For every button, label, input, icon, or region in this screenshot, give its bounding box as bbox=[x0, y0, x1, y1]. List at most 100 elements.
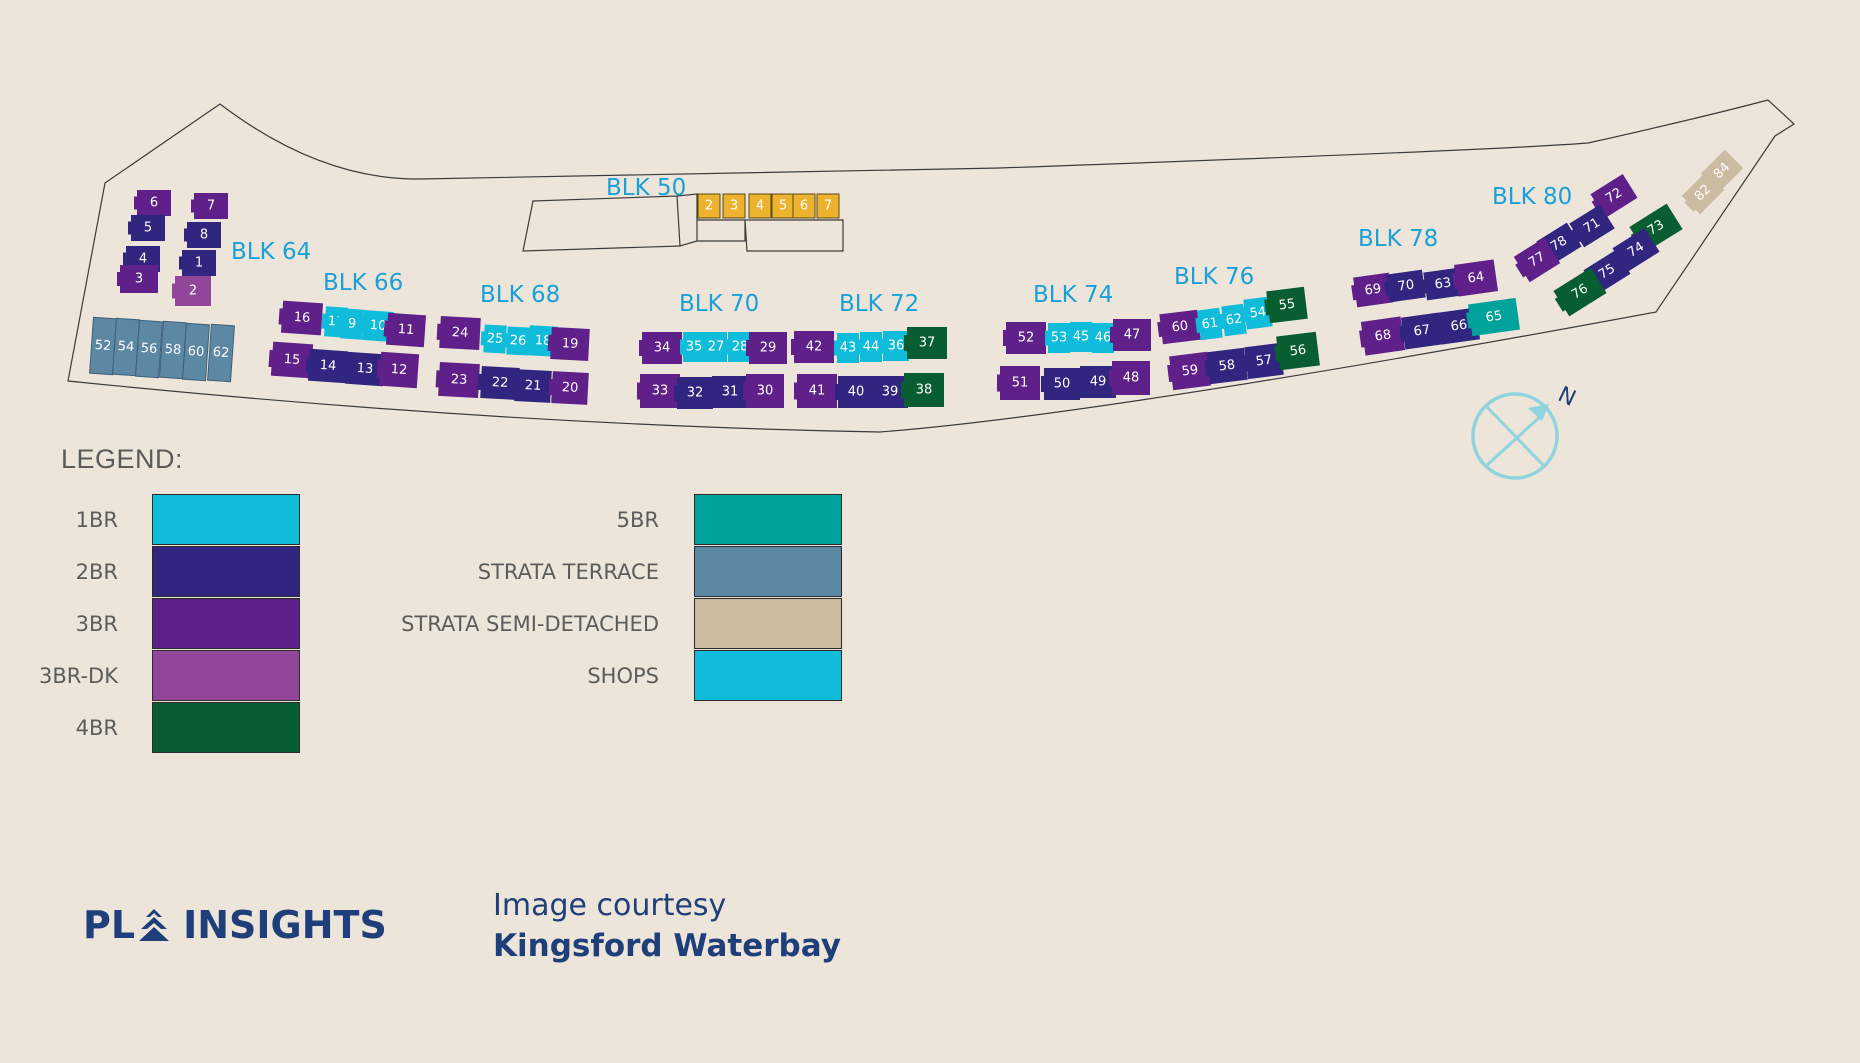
unit-shape bbox=[640, 374, 680, 408]
unit-blk-66-14[interactable]: 14 bbox=[305, 348, 349, 384]
unit-blk-70-32[interactable]: 32 bbox=[674, 377, 713, 409]
unit-number: 63 bbox=[1434, 275, 1452, 292]
unit-blk-50-7[interactable]: 7 bbox=[816, 193, 840, 219]
unit-shape bbox=[683, 332, 705, 362]
unit-blk-78-69[interactable]: 69 bbox=[1350, 272, 1393, 308]
unit-blk-66-9[interactable]: 9 bbox=[337, 308, 365, 340]
unit-blk-68-20[interactable]: 20 bbox=[548, 371, 589, 405]
unit-strata-terraces-52[interactable]: 52 bbox=[89, 316, 117, 376]
unit-blk-50-6[interactable]: 6 bbox=[792, 193, 816, 219]
unit-blk-50-5[interactable]: 5 bbox=[771, 193, 795, 219]
unit-blk-76-62[interactable]: 62 bbox=[1218, 303, 1247, 337]
unit-blk-74-48[interactable]: 48 bbox=[1109, 361, 1150, 395]
unit-blk-70-33[interactable]: 33 bbox=[637, 374, 680, 408]
unit-blk-64-2[interactable]: 2 bbox=[172, 276, 211, 306]
unit-shape bbox=[837, 333, 859, 363]
unit-blk-74-47[interactable]: 47 bbox=[1110, 319, 1151, 351]
unit-shape bbox=[907, 327, 947, 359]
unit-blk-70-27[interactable]: 27 bbox=[702, 332, 727, 362]
unit-blk-72-43[interactable]: 43 bbox=[834, 333, 859, 363]
unit-blk-76-57[interactable]: 57 bbox=[1241, 342, 1284, 380]
unit-blk-72-42[interactable]: 42 bbox=[791, 331, 834, 363]
unit-shape bbox=[838, 376, 874, 408]
unit-blk-76-55[interactable]: 55 bbox=[1263, 286, 1308, 324]
unit-blk-64-1[interactable]: 1 bbox=[179, 250, 216, 276]
unit-blk-80-76[interactable]: 76 bbox=[1551, 267, 1607, 318]
unit-blk-66-16[interactable]: 16 bbox=[278, 300, 324, 336]
unit-blk-50-3[interactable]: 3 bbox=[722, 193, 746, 219]
unit-blk-72-41[interactable]: 41 bbox=[794, 374, 837, 408]
unit-number: 52 bbox=[94, 338, 112, 354]
unit-blk-66-13[interactable]: 13 bbox=[342, 351, 386, 387]
unit-number: 66 bbox=[1450, 317, 1468, 334]
unit-number: 36 bbox=[888, 339, 905, 354]
unit-blk-78-70[interactable]: 70 bbox=[1383, 269, 1426, 303]
unit-blk-68-19[interactable]: 19 bbox=[547, 327, 590, 361]
unit-blk-72-40[interactable]: 40 bbox=[835, 376, 874, 408]
legend-swatch-shops bbox=[694, 650, 842, 701]
unit-blk-70-34[interactable]: 34 bbox=[639, 332, 682, 364]
unit-blk-74-53[interactable]: 53 bbox=[1045, 323, 1070, 353]
unit-blk-70-31[interactable]: 31 bbox=[709, 376, 748, 408]
unit-blk-74-51[interactable]: 51 bbox=[997, 366, 1040, 400]
unit-blk-70-30[interactable]: 30 bbox=[743, 374, 784, 408]
unit-notch bbox=[1089, 330, 1095, 346]
unit-shape bbox=[1112, 361, 1150, 395]
unit-blk-64-8[interactable]: 8 bbox=[184, 222, 221, 248]
unit-blk-74-50[interactable]: 50 bbox=[1041, 368, 1080, 400]
unit-blk-64-7[interactable]: 7 bbox=[191, 193, 228, 219]
unit-number: 62 bbox=[212, 345, 230, 361]
legend-label-5br: 5BR bbox=[616, 508, 659, 532]
unit-blk-64-3[interactable]: 3 bbox=[117, 265, 158, 293]
unit-shape bbox=[506, 326, 530, 356]
unit-blk-66-11[interactable]: 11 bbox=[383, 312, 427, 348]
unit-blk-76-56[interactable]: 56 bbox=[1273, 331, 1320, 371]
unit-number: 58 bbox=[164, 342, 182, 358]
unit-blk-68-24[interactable]: 24 bbox=[436, 315, 481, 351]
unit-blk-70-35[interactable]: 35 bbox=[680, 332, 705, 362]
unit-blk-76-59[interactable]: 59 bbox=[1166, 351, 1211, 391]
unit-blk-64-6[interactable]: 6 bbox=[134, 190, 171, 216]
unit-blk-80-77[interactable]: 77 bbox=[1511, 237, 1561, 284]
unit-blk-72-37[interactable]: 37 bbox=[904, 327, 947, 359]
unit-blk-70-29[interactable]: 29 bbox=[746, 332, 787, 364]
unit-blk-78-67[interactable]: 67 bbox=[1398, 312, 1444, 350]
unit-blk-78-65[interactable]: 65 bbox=[1465, 297, 1520, 337]
unit-blk-68-26[interactable]: 26 bbox=[503, 326, 530, 356]
unit-blk-74-52[interactable]: 52 bbox=[1003, 322, 1046, 354]
unit-blk-78-64[interactable]: 64 bbox=[1451, 259, 1499, 297]
unit-blk-76-61[interactable]: 61 bbox=[1194, 307, 1223, 341]
unit-number: 77 bbox=[1526, 249, 1548, 270]
unit-blk-78-68[interactable]: 68 bbox=[1358, 316, 1406, 356]
unit-blk-68-22[interactable]: 22 bbox=[477, 366, 520, 400]
unit-blk-72-38[interactable]: 38 bbox=[901, 373, 944, 407]
unit-strata-semi-detached-82[interactable]: 82 bbox=[1680, 171, 1725, 217]
unit-number: 42 bbox=[806, 340, 823, 355]
unit-blk-66-12[interactable]: 12 bbox=[376, 351, 420, 389]
unit-shape bbox=[270, 341, 314, 379]
unit-blk-80-71[interactable]: 71 bbox=[1567, 204, 1615, 249]
unit-strata-terraces-60[interactable]: 60 bbox=[182, 322, 210, 382]
unit-blk-68-21[interactable]: 21 bbox=[511, 369, 552, 403]
unit-shape bbox=[1000, 366, 1040, 400]
unit-blk-50-4[interactable]: 4 bbox=[748, 193, 772, 219]
unit-blk-68-23[interactable]: 23 bbox=[435, 361, 480, 399]
unit-blk-66-15[interactable]: 15 bbox=[268, 341, 314, 379]
unit-blk-68-25[interactable]: 25 bbox=[480, 324, 507, 354]
unit-blk-74-45[interactable]: 45 bbox=[1067, 322, 1092, 352]
unit-notch bbox=[172, 283, 178, 299]
unit-strata-terraces-54[interactable]: 54 bbox=[112, 317, 140, 377]
unit-number: 78 bbox=[1548, 233, 1570, 254]
unit-blk-74-46[interactable]: 46 bbox=[1089, 323, 1114, 353]
unit-strata-terraces-58[interactable]: 58 bbox=[159, 320, 187, 380]
unit-notch bbox=[794, 382, 800, 400]
legend-label-3br-dk: 3BR-DK bbox=[38, 664, 118, 688]
unit-blk-50-2[interactable]: 2 bbox=[697, 193, 721, 219]
unit-blk-72-44[interactable]: 44 bbox=[857, 332, 882, 362]
unit-blk-76-60[interactable]: 60 bbox=[1156, 309, 1201, 345]
unit-blk-64-5[interactable]: 5 bbox=[128, 215, 165, 241]
unit-strata-terraces-62[interactable]: 62 bbox=[207, 323, 235, 383]
unit-blk-76-58[interactable]: 58 bbox=[1203, 347, 1248, 385]
unit-number: 5 bbox=[779, 199, 787, 214]
unit-strata-terraces-56[interactable]: 56 bbox=[135, 319, 163, 379]
